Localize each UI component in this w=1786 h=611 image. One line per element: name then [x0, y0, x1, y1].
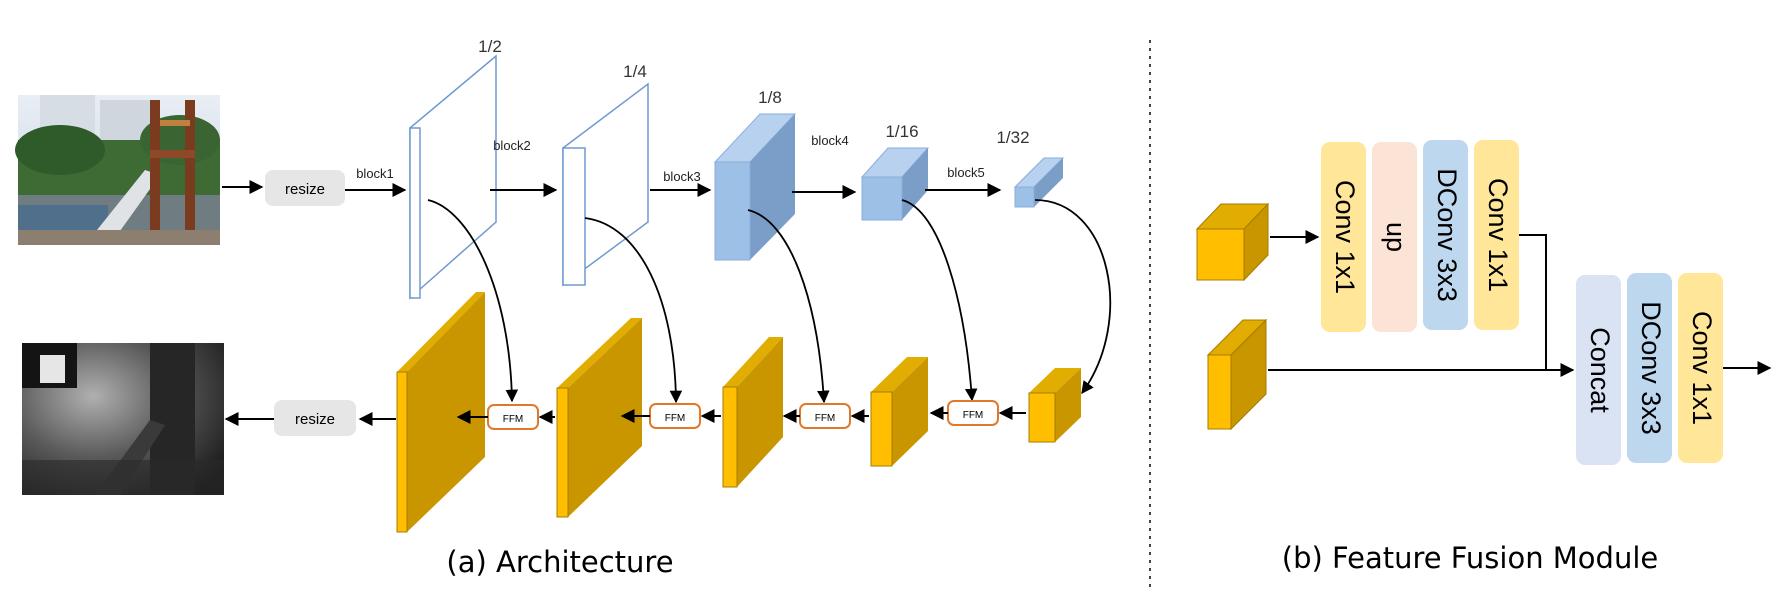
ffm-label-4: FFM	[963, 410, 984, 421]
encoder-layer-1-2	[409, 54, 497, 300]
ffm-input-high-cube	[1195, 202, 1270, 282]
pill-conv1x1-b	[1474, 140, 1519, 330]
input-rgb-image	[15, 95, 220, 245]
skip-connection-2	[584, 217, 683, 404]
pill-dconv3x3-b	[1627, 273, 1672, 463]
pill-concat	[1576, 275, 1621, 465]
resize-out-label: resize	[295, 411, 335, 428]
pill-dconv3x3-a	[1423, 140, 1468, 330]
encoder-layer-1-4	[562, 82, 649, 287]
scale-label-1-4: 1/4	[623, 62, 647, 81]
block2-label: block2	[493, 138, 531, 153]
scale-label-1-2: 1/2	[478, 37, 502, 56]
caption-architecture: (a) Architecture	[446, 545, 673, 579]
pill-conv1x1-a	[1321, 142, 1366, 332]
scale-label-1-16: 1/16	[885, 122, 918, 141]
caption-feature-fusion-module: (b) Feature Fusion Module	[1282, 541, 1659, 575]
resize-in-box	[265, 170, 345, 206]
skip-connection-4	[901, 199, 978, 402]
resize-in-label: resize	[285, 181, 325, 198]
decoder-block-4	[870, 357, 928, 467]
skip-connection-5	[1034, 199, 1112, 395]
block1-label: block1	[356, 166, 394, 181]
encoder-layer-1-8	[713, 113, 797, 261]
decoder-block-5	[1028, 368, 1081, 443]
lower-chain: Concat DConv 3x3 Conv 1x1	[1576, 273, 1723, 465]
decoder-block-1	[396, 292, 485, 533]
scale-label-1-8: 1/8	[758, 88, 782, 107]
block5-label: block5	[947, 165, 985, 180]
pill-up-label: up	[1381, 222, 1411, 252]
pill-dconv3x3-a-label: DConv 3x3	[1432, 168, 1462, 302]
pill-up	[1372, 142, 1417, 332]
connector-upper-to-concat	[1519, 234, 1547, 370]
skip-connection-1	[427, 199, 519, 403]
pill-dconv3x3-b-label: DConv 3x3	[1636, 301, 1666, 435]
block4-label: block4	[811, 133, 849, 148]
pill-conv1x1-a-label: Conv 1x1	[1330, 180, 1360, 294]
scale-label-1-32: 1/32	[996, 128, 1029, 147]
pill-conv1x1-c-label: Conv 1x1	[1687, 311, 1717, 425]
ffm-input-low-slab	[1206, 318, 1268, 431]
ffm-label-2: FFM	[665, 413, 686, 424]
ffm-label-1: FFM	[503, 414, 524, 425]
encoder-layer-1-32	[1013, 157, 1065, 208]
upper-chain: Conv 1x1 up DConv 3x3 Conv 1x1	[1321, 140, 1519, 332]
ffm-label-3: FFM	[815, 413, 836, 424]
pill-concat-label: Concat	[1585, 327, 1615, 413]
resize-out-box	[274, 400, 356, 436]
output-depth-map	[22, 343, 224, 495]
skip-connection-3	[747, 209, 830, 404]
pill-conv1x1-b-label: Conv 1x1	[1483, 178, 1513, 292]
block3-label: block3	[663, 169, 701, 184]
decoder-block-2	[556, 318, 642, 518]
decoder-block-3	[722, 337, 783, 488]
pill-conv1x1-c	[1678, 273, 1723, 463]
